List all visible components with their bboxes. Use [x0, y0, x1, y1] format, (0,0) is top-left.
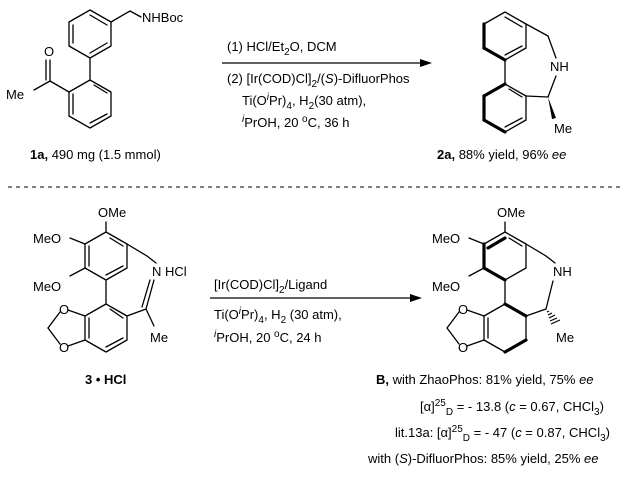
nh-label: NH	[550, 59, 569, 74]
svg-text:[Ir(COD)Cl]2/Ligand: [Ir(COD)Cl]2/Ligand	[214, 277, 327, 296]
starting-material-3: OMe MeO MeO N HCl Me O O	[33, 205, 187, 355]
results-b: B, with ZhaoPhos: 81% yield, 75% ee [α]2…	[367, 372, 610, 466]
product-2a: NH Me	[482, 11, 572, 136]
starting-material-1a: O Me NHBoc	[6, 9, 184, 129]
ome-label: OMe	[98, 205, 126, 220]
meo-label-1: MeO	[33, 231, 61, 246]
meo-label-2: MeO	[33, 279, 61, 294]
svg-text:O: O	[59, 302, 69, 317]
compound-3-caption: 3 • HCl	[85, 372, 126, 387]
result-zhaophos: B, with ZhaoPhos: 81% yield, 75% ee	[376, 372, 594, 387]
nhboc-label: NHBoc	[142, 10, 184, 25]
conditions-bottom: [Ir(COD)Cl]2/Ligand Ti(OiPr)4, H2 (30 at…	[214, 277, 342, 345]
svg-text:(2) [Ir(COD)Cl]2/(S)-DifluorPh: (2) [Ir(COD)Cl]2/(S)-DifluorPhos	[227, 71, 410, 90]
compound-2a-caption: 2a, 88% yield, 96% ee	[437, 147, 566, 162]
rotation-measured: [α]25D = - 13.8 (c = 0.67, CHCl3)	[420, 398, 604, 418]
meo-label-2: MeO	[432, 279, 460, 294]
meo-label-1: MeO	[432, 231, 460, 246]
svg-text:O: O	[458, 302, 468, 317]
svg-text:iPrOH, 20 oC, 36 h: iPrOH, 20 oC, 36 h	[242, 114, 350, 130]
conditions-top: (1) HCl/Et2O, DCM (2) [Ir(COD)Cl]2/(S)-D…	[227, 39, 410, 130]
reaction-arrow-bottom	[210, 294, 422, 302]
methyl-label: Me	[150, 330, 168, 345]
compound-1a-caption: 1a, 490 mg (1.5 mmol)	[30, 147, 161, 162]
svg-text:Ti(OiPr)4, H2(30 atm),: Ti(OiPr)4, H2(30 atm),	[242, 92, 366, 112]
methyl-label: Me	[6, 87, 24, 102]
svg-text:(1) HCl/Et2O, DCM: (1) HCl/Et2O, DCM	[227, 39, 337, 58]
nh-label: NH	[553, 264, 572, 279]
methyl-label: Me	[554, 121, 572, 136]
reaction-arrow-top	[222, 59, 432, 67]
svg-text:Ti(OiPr)4, H2 (30 atm),: Ti(OiPr)4, H2 (30 atm),	[214, 306, 342, 326]
svg-text:O: O	[59, 340, 69, 355]
svg-text:iPrOH, 20 oC, 24 h: iPrOH, 20 oC, 24 h	[214, 329, 322, 345]
result-difluorphos: with (S)-DifluorPhos: 85% yield, 25% ee	[367, 451, 599, 466]
product-b: OMe MeO MeO NH Me	[432, 205, 574, 355]
rotation-literature: lit.13a: [α]25D = - 47 (c = 0.87, CHCl3)	[395, 424, 610, 444]
oxygen-label: O	[44, 44, 54, 59]
methyl-label: Me	[556, 330, 574, 345]
n-hcl-label: N HCl	[152, 264, 187, 279]
ome-label: OMe	[497, 205, 525, 220]
svg-text:O: O	[458, 340, 468, 355]
